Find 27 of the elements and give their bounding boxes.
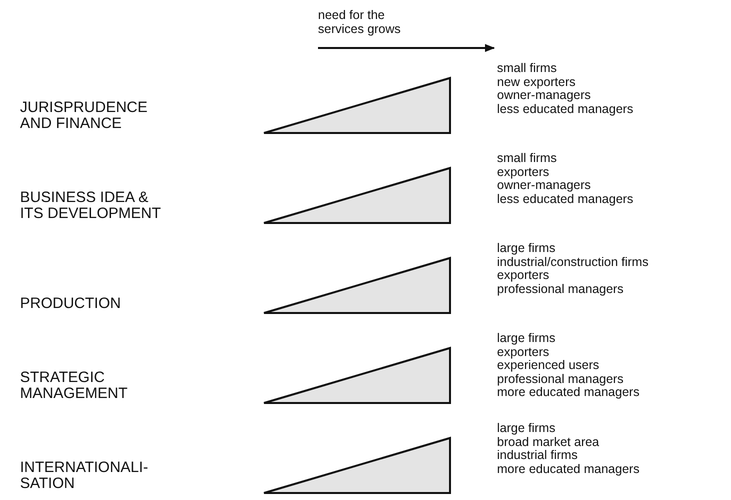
list-item: new exporters <box>497 76 577 89</box>
list-item: less educated managers <box>497 192 634 206</box>
arrow-caption: need for the services grows <box>318 8 402 36</box>
category-label: PRODUCTION <box>20 296 122 312</box>
category-label: JURISPRUDENCE AND FINANCE <box>20 100 149 132</box>
list-item: small firms <box>497 62 558 76</box>
list-item: industrial firms <box>497 449 579 462</box>
list-item: experienced users <box>497 359 600 372</box>
category-label: BUSINESS IDEA & ITS DEVELOPMENT <box>20 190 162 222</box>
list-item: exporters <box>497 269 550 282</box>
list-item: exporters <box>497 346 550 359</box>
list-item: large firms <box>497 332 556 346</box>
list-item: more educated managers <box>497 462 640 476</box>
category-label: INTERNATIONALI- SATION <box>20 460 150 492</box>
list-item: owner-managers <box>497 179 592 192</box>
list-item: broad market area <box>497 436 600 449</box>
list-item: professional managers <box>497 372 624 386</box>
list-item: more educated managers <box>497 386 640 400</box>
list-item: exporters <box>497 166 550 179</box>
list-item: large firms <box>497 242 556 256</box>
list-item: industrial/construction firms <box>497 256 648 269</box>
list-item: large firms <box>497 422 556 436</box>
list-item: less educated managers <box>497 102 634 116</box>
list-item: professional managers <box>497 282 624 296</box>
category-label: STRATEGIC MANAGEMENT <box>20 370 129 402</box>
list-item: small firms <box>497 152 558 166</box>
list-item: owner-managers <box>497 89 592 102</box>
